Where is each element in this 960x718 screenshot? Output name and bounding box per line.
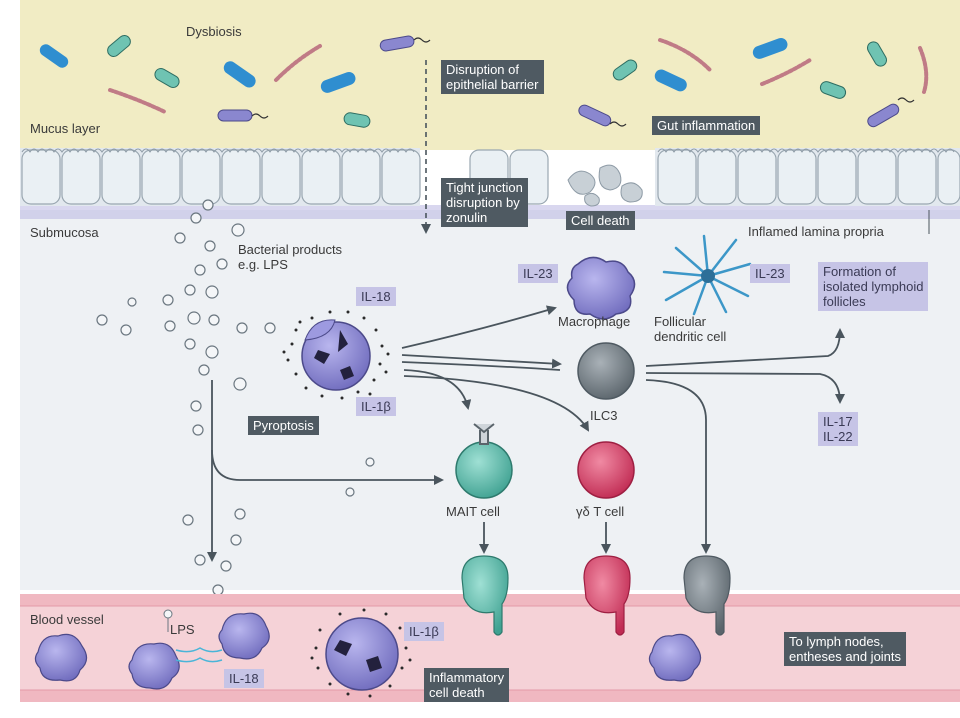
box-il17-il22: IL-17 IL-22: [818, 412, 858, 446]
macrophage-cell: [566, 256, 636, 320]
label-bacterial-products: Bacterial products e.g. LPS: [238, 242, 343, 272]
label-follicular-dendritic-cell: Follicular dendritic cell: [654, 314, 727, 344]
epithelial-layer: [20, 148, 960, 207]
gd-t-cell: [577, 441, 635, 499]
box-lymphoid-follicles: Formation of isolated lymphoid follicles: [818, 262, 929, 311]
box-il18-bottom: IL-18: [224, 669, 264, 688]
label-ilc3: ILC3: [590, 408, 618, 423]
label-inflamed-lamina: Inflamed lamina propria: [748, 224, 884, 239]
lamina-propria-region: [20, 210, 960, 590]
ilc3-migrating: [683, 555, 731, 636]
box-il1b-bottom: IL-1β: [404, 622, 444, 641]
box-il23-right: IL-23: [750, 264, 790, 283]
label-dysbiosis: Dysbiosis: [186, 24, 242, 39]
box-tight-junction: Tight junction disruption by zonulin: [441, 178, 528, 227]
box-il1b-top: IL-1β: [356, 397, 396, 416]
label-mait-cell: MAIT cell: [446, 504, 500, 519]
gdt-migrating: [583, 555, 631, 636]
box-il18-top: IL-18: [356, 287, 396, 306]
inflammatory-dying-cell: [310, 608, 412, 698]
bacterial-products-particles: [96, 199, 375, 596]
mait-migrating: [461, 555, 509, 636]
box-to-lymph-nodes: To lymph nodes, entheses and joints: [784, 632, 907, 666]
box-inflammatory-cell-death: Inflammatory cell death: [424, 668, 510, 702]
pyroptotic-cell: [282, 310, 390, 400]
label-submucosa: Submucosa: [30, 225, 99, 240]
ilc3-cell: [577, 342, 635, 400]
label-lps: LPS: [170, 622, 195, 637]
label-macrophage: Macrophage: [558, 314, 631, 329]
bacteria-group: [39, 35, 929, 128]
box-pyroptosis: Pyroptosis: [248, 416, 319, 435]
label-mucus-layer: Mucus layer: [30, 121, 101, 136]
label-blood-vessel: Blood vessel: [30, 612, 104, 627]
follicular-dendritic-cell: [662, 234, 752, 316]
box-cell-death: Cell death: [566, 211, 635, 230]
vessel-monocytes: [34, 609, 702, 690]
label-gd-t-cell: γδ T cell: [576, 504, 625, 519]
box-disruption-epithelial-barrier: Disruption of epithelial barrier: [441, 60, 544, 94]
mait-cell: [455, 423, 513, 499]
box-il23-left: IL-23: [518, 264, 558, 283]
box-gut-inflammation: Gut inflammation: [652, 116, 761, 135]
